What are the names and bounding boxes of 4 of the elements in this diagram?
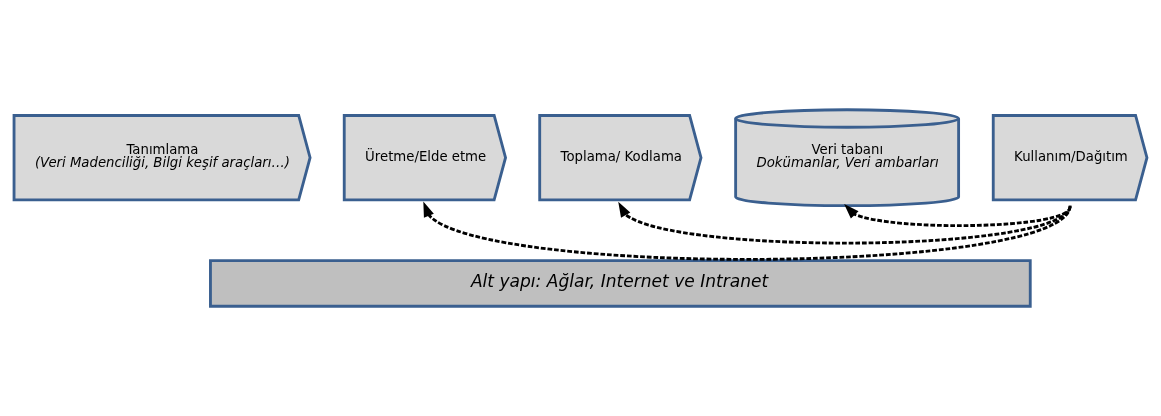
arrow [844,203,1072,227]
arrow [423,201,1072,261]
node-box: Alt yapı: Ağlar, Internet ve Intranet [209,259,1032,308]
arrow [618,201,1072,245]
